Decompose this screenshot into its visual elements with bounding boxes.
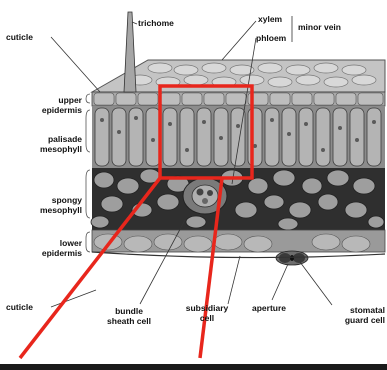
label-minor-vein: minor vein	[298, 22, 341, 32]
label-lower-epidermis: lower epidermis	[16, 238, 82, 258]
label-cuticle-top: cuticle	[6, 32, 33, 42]
label-palisade-mesophyll: palisade mesophyll	[16, 134, 82, 154]
label-phloem: phloem	[256, 33, 286, 43]
label-cuticle-bottom: cuticle	[6, 302, 33, 312]
lower-cuticle-edge	[92, 252, 385, 258]
layer-brackets	[86, 94, 90, 252]
palisade-cells	[95, 108, 381, 166]
lower-epidermis-cells	[94, 234, 370, 252]
label-stomatal-guard-cell: stomatal guard cell	[320, 305, 385, 325]
label-aperture: aperture	[252, 303, 286, 313]
label-spongy-mesophyll: spongy mesophyll	[16, 195, 82, 215]
label-bundle-sheath-cell: bundle sheath cell	[94, 306, 164, 326]
bottom-edge-band	[0, 364, 387, 370]
label-xylem: xylem	[258, 14, 282, 24]
label-subsidiary-cell: subsidiary cell	[176, 303, 238, 323]
label-trichome: trichome	[138, 18, 174, 28]
trichome-shape	[124, 12, 136, 92]
label-upper-epidermis: upper epidermis	[16, 95, 82, 115]
